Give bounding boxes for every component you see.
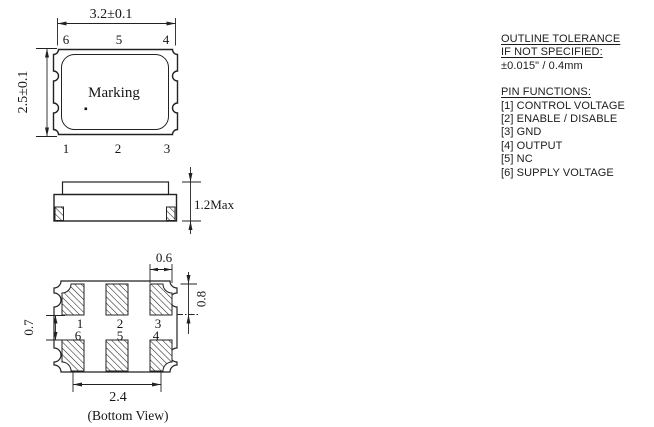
pin-number-1: 1 <box>63 141 70 156</box>
top-view-top-pin-numbers: 6 5 4 <box>63 32 170 47</box>
pin-functions-title: PIN FUNCTIONS: <box>501 86 592 99</box>
pin-number-6: 6 <box>75 328 82 343</box>
pin-functions-note: PIN FUNCTIONS: [1] CONTROL VOLTAGE [2] E… <box>501 86 625 180</box>
pad-6 <box>61 339 85 372</box>
pad-2 <box>105 283 129 316</box>
arrowhead <box>166 21 176 26</box>
side-view-left-pad <box>54 206 64 221</box>
pin-function-item-1: [1] CONTROL VOLTAGE <box>501 99 625 112</box>
top-view-body-outline <box>52 48 179 136</box>
notes-panel: OUTLINE TOLERANCE IF NOT SPECIFIED: ±0.0… <box>501 33 625 180</box>
arrowhead <box>188 221 193 230</box>
marking-label: Marking <box>88 85 140 101</box>
side-view-height-dimension: 1.2Max <box>182 167 235 234</box>
pad-height-dimension: 0.8 <box>177 272 209 334</box>
pin1-indicator-dot <box>84 107 88 111</box>
top-view-width-dimension: 3.2±0.1 <box>57 7 176 46</box>
bottom-view: 1 2 3 6 5 4 0.6 <box>21 250 209 423</box>
arrowhead <box>188 173 193 182</box>
side-view-height-dim-label: 1.2Max <box>194 197 235 212</box>
pad-gap-dimension: 0.7 <box>21 315 65 341</box>
bottom-view-caption: (Bottom View) <box>87 408 168 423</box>
pad-height-dim-label: 0.8 <box>194 291 209 307</box>
pin-function-item-4: [4] OUTPUT <box>501 139 563 152</box>
pin-function-item-3: [3] GND <box>501 126 542 139</box>
pad-gap-dim-label: 0.7 <box>21 319 36 336</box>
arrowhead <box>186 275 191 284</box>
side-view-right-pad <box>166 206 176 221</box>
package-drawing: 3.2±0.1 6 5 4 Marking 1 2 3 <box>16 7 235 423</box>
tolerance-title-line1: OUTLINE TOLERANCE <box>501 33 621 45</box>
top-view-height-dim-label: 2.5±0.1 <box>16 71 31 114</box>
pin-function-item-2: [2] ENABLE / DISABLE <box>501 113 618 126</box>
top-view: 3.2±0.1 6 5 4 Marking 1 2 3 <box>16 7 179 156</box>
pad-5 <box>105 339 129 372</box>
arrowhead <box>45 127 49 137</box>
side-view-body <box>53 193 178 222</box>
pad-4 <box>149 339 173 372</box>
side-view-lid <box>61 181 170 196</box>
arrowhead <box>150 267 158 272</box>
pin-number-2: 2 <box>115 141 122 156</box>
pin-number-3: 3 <box>155 316 162 331</box>
arrowhead <box>73 382 82 387</box>
arrowhead <box>45 48 49 58</box>
pin-number-4: 4 <box>163 32 170 47</box>
pin-number-3: 3 <box>164 141 171 156</box>
pad-span-dimension: 2.4 <box>72 372 162 405</box>
side-view: 1.2Max <box>53 167 235 234</box>
top-view-height-dimension: 2.5±0.1 <box>16 48 57 137</box>
pin-function-item-5: [5] NC <box>501 153 533 166</box>
arrowhead <box>152 382 161 387</box>
pin-number-2: 2 <box>117 316 124 331</box>
tolerance-title-line2: IF NOT SPECIFIED: <box>501 46 603 59</box>
arrowhead <box>53 332 58 340</box>
pad-span-dim-label: 2.4 <box>109 390 127 405</box>
top-view-width-dim-label: 3.2±0.1 <box>90 7 133 22</box>
arrowhead <box>53 315 58 324</box>
bottom-view-pin-numbers: 1 2 3 6 5 4 <box>75 316 162 343</box>
outline-tolerance-note: OUTLINE TOLERANCE IF NOT SPECIFIED: ±0.0… <box>501 33 625 73</box>
pin-number-5: 5 <box>116 32 123 47</box>
pin-number-5: 5 <box>117 328 124 343</box>
pad-width-dim-label: 0.6 <box>156 250 173 265</box>
arrowhead <box>57 21 67 26</box>
pad-3 <box>149 283 173 316</box>
pin-number-6: 6 <box>63 32 70 47</box>
pin-number-4: 4 <box>153 328 160 343</box>
pin-number-1: 1 <box>77 316 84 331</box>
pad-width-dimension: 0.6 <box>149 250 173 283</box>
pin-function-item-6: [6] SUPPLY VOLTAGE <box>501 166 614 179</box>
arrowhead <box>186 314 191 324</box>
tolerance-value: ±0.015" / 0.4mm <box>501 59 583 72</box>
top-view-bottom-pin-numbers: 1 2 3 <box>63 141 171 156</box>
pad-1 <box>61 283 85 316</box>
arrowhead <box>164 267 172 272</box>
top-view-lid-outline <box>61 54 169 130</box>
